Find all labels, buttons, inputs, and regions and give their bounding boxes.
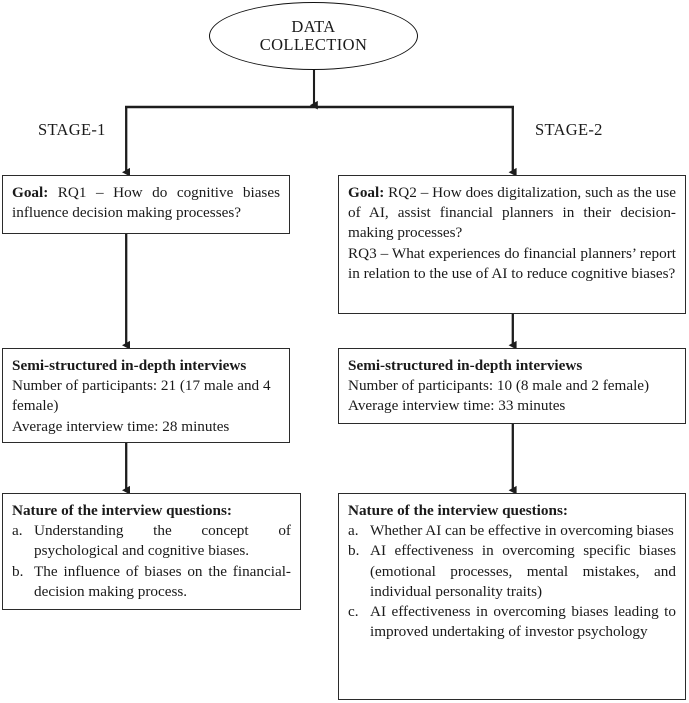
right-question-text-a: Whether AI can be effective in overcomin…: [370, 522, 674, 540]
right-questions-heading: Nature of the interview questions:: [348, 502, 568, 519]
right-method-heading: Semi-structured in-depth interviews: [348, 357, 583, 374]
list-item: a. Understanding the concept of psycholo…: [12, 521, 291, 561]
left-method-box: Semi-structured in-depth interviews Numb…: [2, 348, 290, 443]
left-goal-text: Goal: RQ1 – How do cognitive biases infl…: [12, 183, 280, 223]
left-questions-box: Nature of the interview questions: a. Un…: [2, 493, 301, 610]
right-goal-body-rq2: RQ2 – How does digitalization, such as t…: [348, 184, 676, 242]
right-goal-rq3: RQ3 – What experiences do financial plan…: [348, 244, 676, 282]
stage-2-label: STAGE-2: [535, 120, 603, 139]
left-goal-bold-prefix: Goal:: [12, 184, 49, 201]
left-method-duration: Average interview time: 28 minutes: [12, 417, 230, 435]
list-item: b. The influence of biases on the financ…: [12, 562, 291, 602]
left-method-participants: Number of participants: 21 (17 male and …: [12, 377, 271, 415]
right-question-marker-b: b.: [348, 542, 360, 560]
right-method-participants: Number of participants: 10 (8 male and 2…: [348, 377, 650, 395]
data-collection-label-line1: DATA: [291, 16, 336, 36]
left-question-marker-a: a.: [12, 522, 23, 540]
right-method-duration: Average interview time: 33 minutes: [348, 397, 566, 415]
stage-1-label: STAGE-1: [38, 120, 106, 139]
left-question-text-b: The influence of biases on the financial…: [34, 562, 291, 600]
left-goal-body: RQ1 – How do cognitive biases influence …: [12, 184, 280, 222]
left-method-heading: Semi-structured in-depth interviews: [12, 357, 247, 374]
right-question-text-b: AI effectiveness in overcoming specific …: [370, 542, 676, 600]
right-question-marker-c: c.: [348, 603, 359, 621]
left-questions-heading: Nature of the interview questions:: [12, 502, 232, 519]
right-method-box: Semi-structured in-depth interviews Numb…: [338, 348, 686, 424]
data-collection-node: DATA COLLECTION: [209, 2, 418, 70]
list-item: c. AI effectiveness in overcoming biases…: [348, 602, 676, 642]
right-question-text-c: AI effectiveness in overcoming biases le…: [370, 603, 676, 641]
right-goal-box: Goal: RQ2 – How does digitalization, suc…: [338, 175, 686, 314]
data-collection-label-line2: COLLECTION: [259, 35, 368, 54]
right-question-marker-a: a.: [348, 522, 359, 540]
right-goal-bold-prefix: Goal:: [348, 184, 385, 201]
left-goal-box: Goal: RQ1 – How do cognitive biases infl…: [2, 175, 290, 234]
left-question-marker-b: b.: [12, 562, 24, 580]
list-item: a. Whether AI can be effective in overco…: [348, 521, 676, 541]
left-question-text-a: Understanding the concept of psychologic…: [34, 522, 291, 560]
list-item: b. AI effectiveness in overcoming specif…: [348, 541, 676, 602]
right-goal-rq2: Goal: RQ2 – How does digitalization, suc…: [348, 183, 676, 244]
right-questions-box: Nature of the interview questions: a. Wh…: [338, 493, 686, 700]
